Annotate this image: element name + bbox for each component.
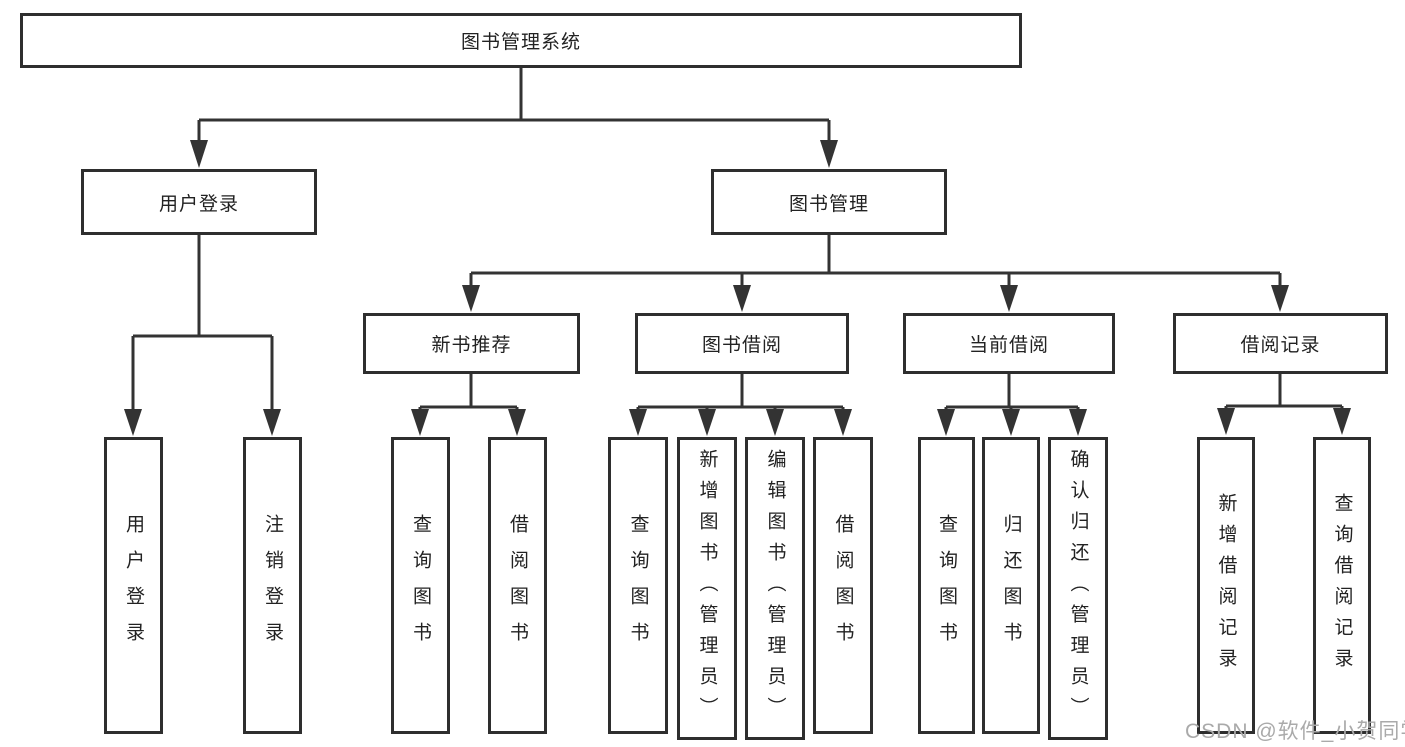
node-borrow-edit-book-admin: 编辑图书（管理员）: [745, 437, 805, 740]
node-leaf-user-login: 用户登录: [104, 437, 163, 734]
arrowhead-down: [263, 409, 281, 436]
arrowhead-down: [937, 409, 955, 436]
node-label: 新增借阅记录: [1215, 492, 1237, 679]
connector-root-to-level2: [190, 68, 838, 168]
arrowhead-down: [834, 409, 852, 436]
node-label: 新书推荐: [431, 335, 512, 356]
node-borrow-query-book: 查询图书: [608, 437, 668, 734]
node-records-query-borrow-record: 查询借阅记录: [1313, 437, 1371, 734]
connector-new-book-recommend-to-leaves: [411, 374, 526, 436]
node-label: 查询图书: [936, 513, 957, 658]
node-book-borrow: 图书借阅: [635, 313, 849, 374]
node-label: 图书管理: [788, 193, 869, 215]
node-borrow-add-book-admin: 新增图书（管理员）: [677, 437, 737, 740]
arrowhead-down: [190, 140, 208, 168]
connector-borrow-records-to-leaves: [1217, 374, 1351, 435]
arrowhead-down: [698, 409, 716, 436]
arrowhead-down: [1333, 408, 1351, 435]
arrowhead-down: [1000, 285, 1018, 312]
connector-book-borrow-to-leaves: [629, 374, 852, 436]
node-label: 新增图书（管理员）: [696, 449, 718, 728]
arrowhead-down: [1069, 409, 1087, 436]
node-label: 用户登录: [158, 193, 239, 215]
node-records-add-borrow-record: 新增借阅记录: [1197, 437, 1255, 734]
node-label: 用户登录: [123, 513, 144, 658]
arrowhead-down: [1271, 285, 1289, 312]
arrowhead-down: [733, 285, 751, 312]
node-borrow-records: 借阅记录: [1173, 313, 1388, 374]
node-recommend-query-book: 查询图书: [391, 437, 450, 734]
arrowhead-down: [124, 409, 142, 436]
connector-book-management-to-level3: [462, 235, 1289, 312]
arrowhead-down: [820, 140, 838, 168]
node-library-management-system: 图书管理系统: [20, 13, 1022, 68]
node-leaf-logout: 注销登录: [243, 437, 302, 734]
node-label: 图书管理系统: [460, 32, 581, 53]
node-label: 注销登录: [262, 513, 283, 658]
csdn-watermark: CSDN @软件_小贺同学: [1185, 720, 1405, 743]
node-current-borrow: 当前借阅: [903, 313, 1115, 374]
node-label: 借阅记录: [1240, 335, 1321, 356]
node-current-query-book: 查询图书: [918, 437, 975, 734]
node-label: 编辑图书（管理员）: [764, 449, 786, 728]
node-label: 借阅图书: [832, 513, 854, 658]
node-borrow-borrow-book: 借阅图书: [813, 437, 873, 734]
node-user-login-group: 用户登录: [81, 169, 317, 235]
arrowhead-down: [462, 285, 480, 312]
node-new-book-recommend: 新书推荐: [363, 313, 580, 374]
node-current-return-book: 归还图书: [982, 437, 1040, 734]
node-book-management: 图书管理: [711, 169, 947, 235]
node-label: 图书借阅: [701, 335, 782, 356]
arrowhead-down: [508, 409, 526, 436]
connector-current-borrow-to-leaves: [937, 374, 1087, 436]
node-label: 查询图书: [627, 513, 649, 658]
node-label: 当前借阅: [968, 335, 1049, 356]
node-label: 查询图书: [410, 513, 431, 658]
arrowhead-down: [629, 409, 647, 436]
node-label: 归还图书: [1000, 513, 1022, 658]
arrowhead-down: [766, 409, 784, 436]
node-current-confirm-return-admin: 确认归还（管理员）: [1048, 437, 1108, 740]
node-recommend-borrow-book: 借阅图书: [488, 437, 547, 734]
node-label: 查询借阅记录: [1331, 492, 1353, 679]
node-label: 确认归还（管理员）: [1067, 449, 1089, 728]
arrowhead-down: [1002, 409, 1020, 436]
arrowhead-down: [411, 409, 429, 436]
node-label: 借阅图书: [507, 513, 528, 658]
arrowhead-down: [1217, 408, 1235, 435]
connector-user-login-to-leaves: [124, 235, 281, 436]
